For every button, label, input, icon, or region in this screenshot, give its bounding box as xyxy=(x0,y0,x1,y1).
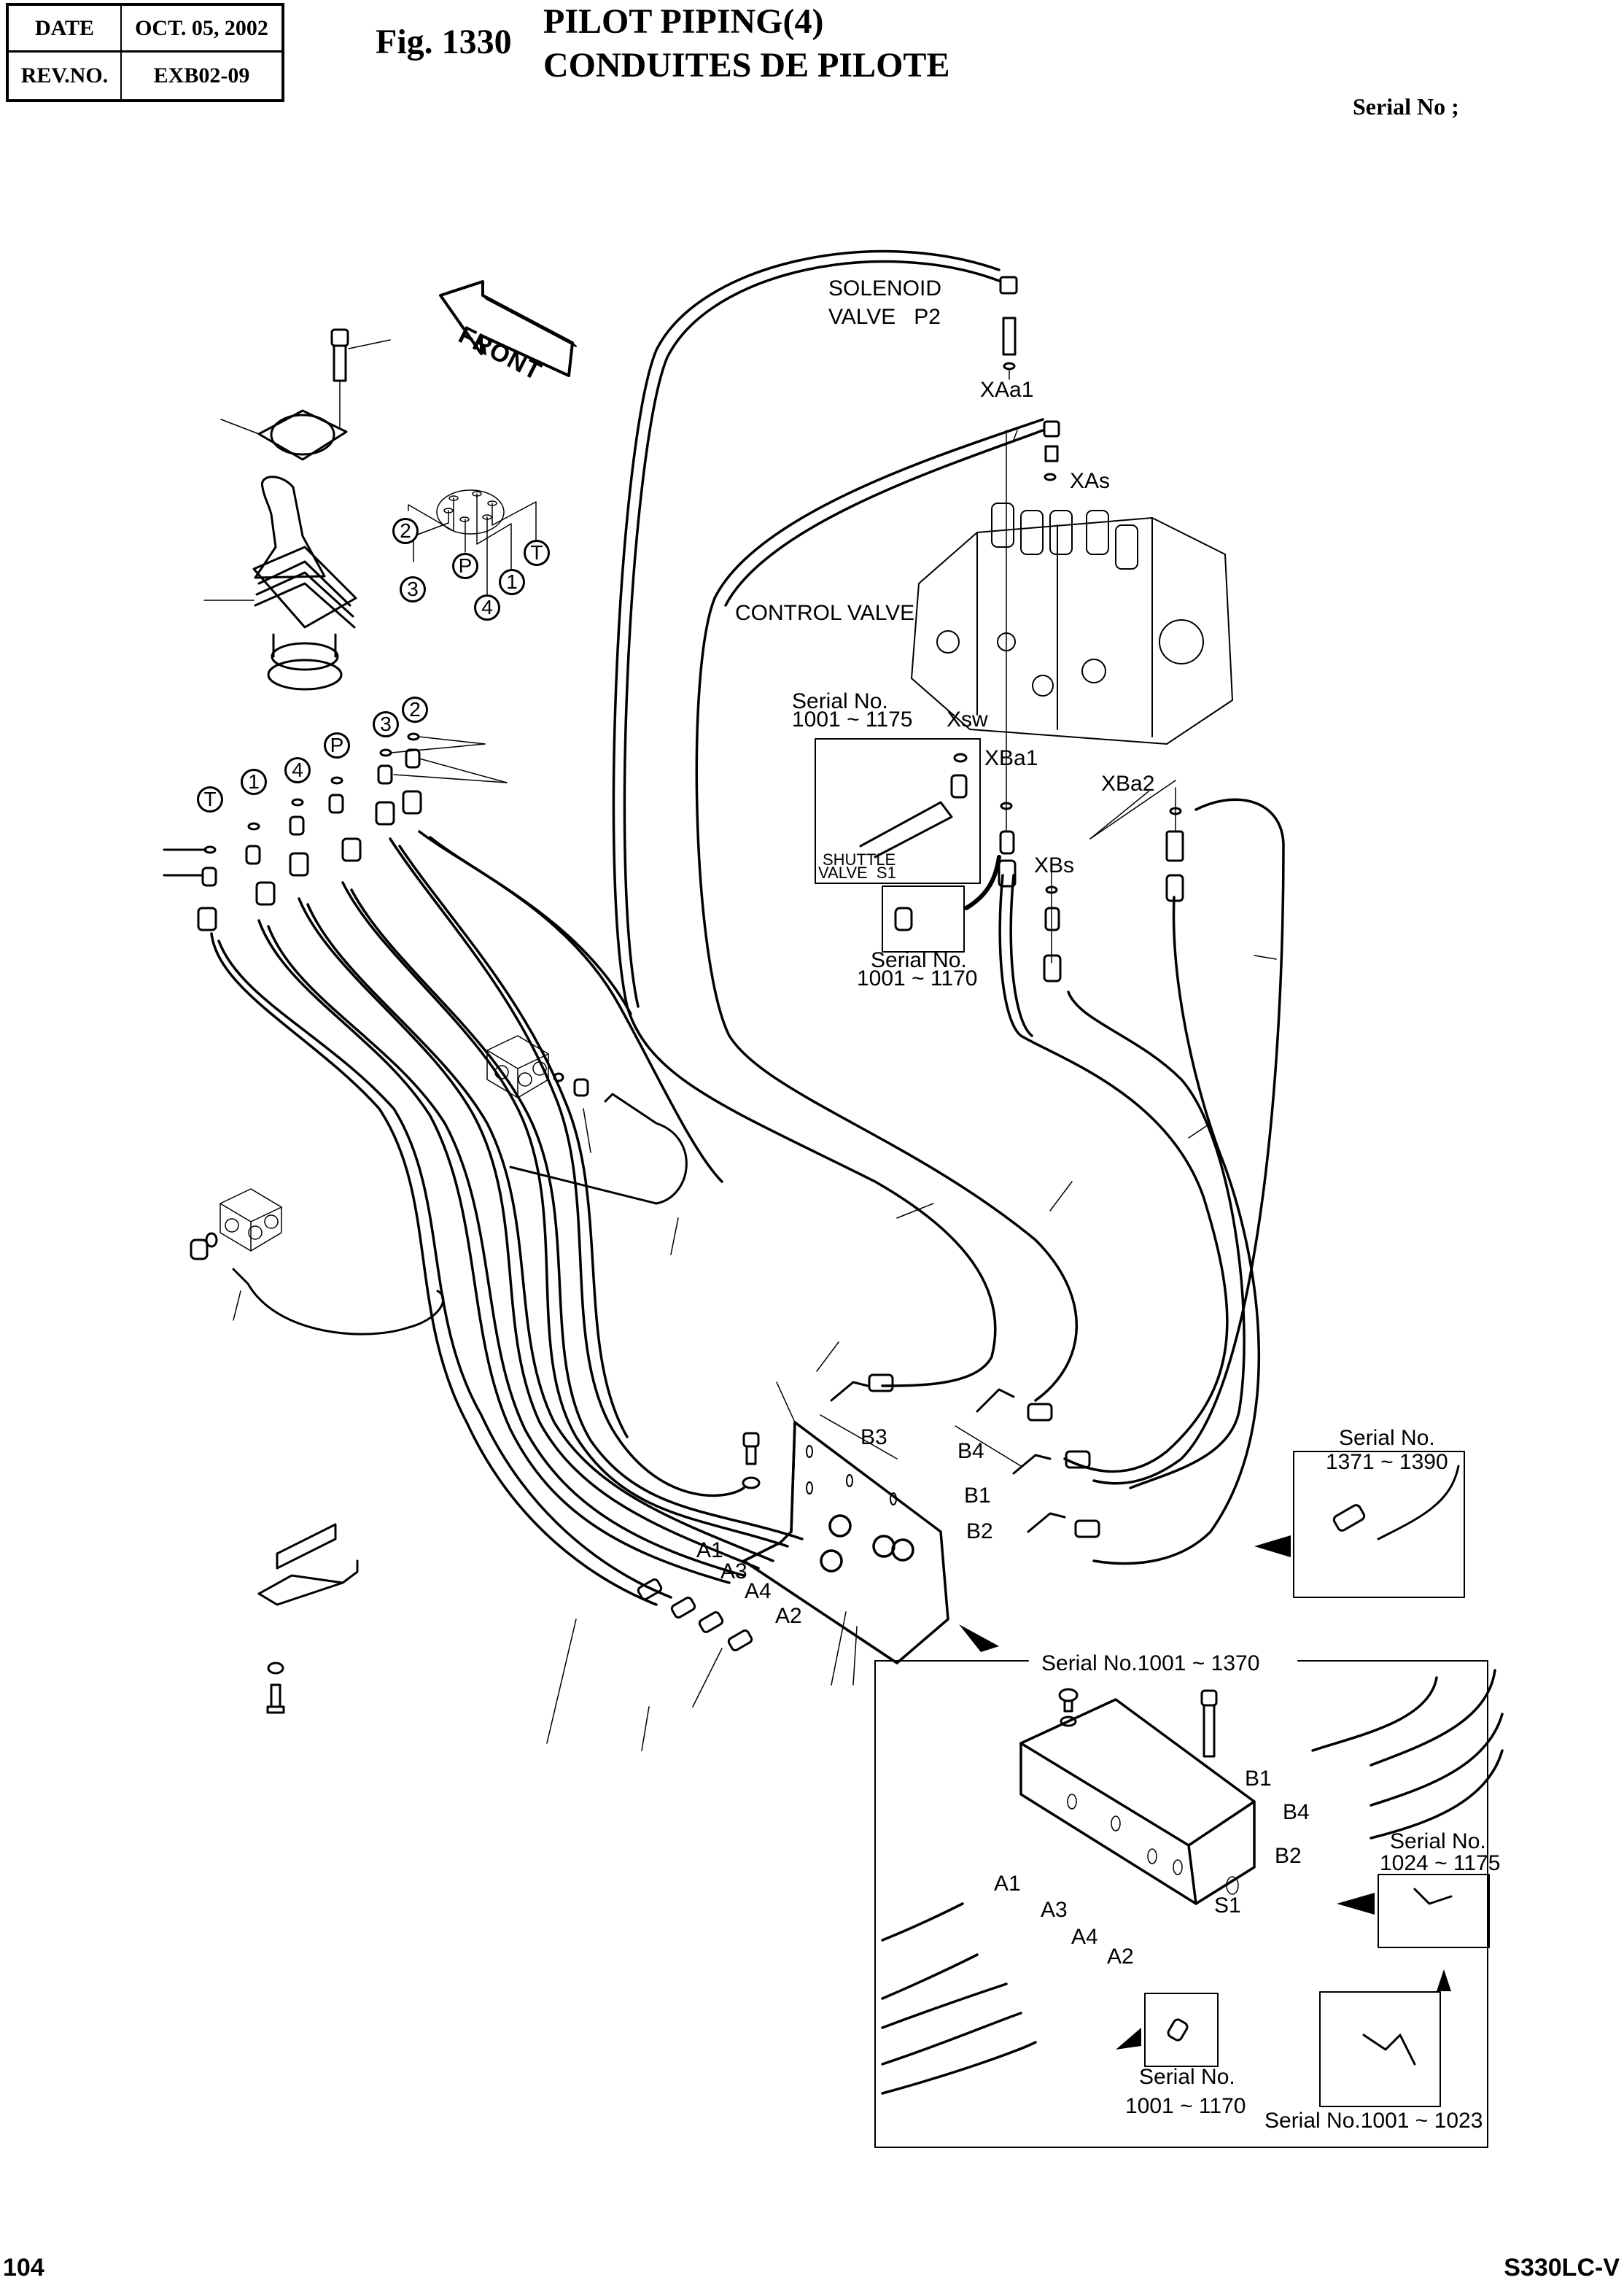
shuttle-inset-serial-1: Serial No. xyxy=(792,689,888,713)
control-valve-icon xyxy=(911,430,1233,745)
manifold-port-a3: A3 xyxy=(1041,1898,1068,1922)
inset-tee-1001-1023-frame xyxy=(1319,1991,1441,2107)
solenoid-valve-label-1: SOLENOID xyxy=(828,276,942,301)
port-callout-2: 2 xyxy=(392,518,419,544)
elbow-1371-serial-2: 1371 ~ 1390 xyxy=(1326,1450,1448,1474)
manifold-port-b4: B4 xyxy=(1283,1800,1310,1824)
sub-plate-icon xyxy=(219,1035,549,1252)
manifold-port-a2: A2 xyxy=(1107,1945,1134,1969)
fitting-callout-3: 3 xyxy=(373,711,399,737)
bracket-port-b1: B1 xyxy=(964,1484,991,1508)
port-callout-3: 3 xyxy=(400,576,426,602)
bolt-washer-icon xyxy=(742,1432,761,1489)
adapter-bottom-serial-2: 1001 ~ 1170 xyxy=(1125,2094,1246,2118)
adapter-top-serial-2: 1001 ~ 1170 xyxy=(857,966,978,991)
figure-number: Fig. 1330 xyxy=(376,23,512,61)
tee-1001-1023-serial: Serial No.1001 ~ 1023 xyxy=(1264,2109,1483,2133)
shuttle-inset-serial-2: 1001 ~ 1175 xyxy=(792,708,913,732)
joystick-port-fittings-icon xyxy=(163,732,508,931)
title-french: CONDUITES DE PILOTE xyxy=(543,46,950,85)
fitting-callout-2: 2 xyxy=(402,697,428,723)
manifold-port-a1: A1 xyxy=(994,1872,1021,1896)
port-label-xbs: XBs xyxy=(1034,853,1075,877)
elbow-1024-serial-1: Serial No. xyxy=(1390,1829,1486,1853)
port-callout-P: P xyxy=(452,553,478,579)
port-callout-4: 4 xyxy=(474,594,500,621)
boot-plate-icon xyxy=(220,409,348,461)
model-number: S330LC-V xyxy=(1504,2254,1620,2282)
fitting-callout-4: 4 xyxy=(284,757,311,783)
manifold-port-a4: A4 xyxy=(1071,1925,1098,1949)
manifold-port-b1: B1 xyxy=(1245,1767,1272,1791)
leader-lines xyxy=(233,955,1277,1751)
port-label-xas: XAs xyxy=(1070,469,1111,493)
bracket-port-a1: A1 xyxy=(696,1538,723,1562)
manifold-hoses xyxy=(881,1669,1504,2095)
bracket-fittings-icon xyxy=(830,1373,1100,1538)
fitting-callout-T: T xyxy=(197,786,223,813)
shuttle-valve-caption-2: VALVE S1 xyxy=(818,864,896,882)
inset-manifold-frame xyxy=(874,1660,1488,2148)
date-value: OCT. 05, 2002 xyxy=(122,6,281,53)
inset-fittings-icon xyxy=(1167,1465,1460,2066)
a-port-hose-ends-icon xyxy=(637,1578,753,1651)
bracket-port-a2: A2 xyxy=(775,1604,802,1628)
port-callout-1: 1 xyxy=(499,569,525,595)
title-english: PILOT PIPING(4) xyxy=(543,2,824,41)
adapter-fitting-icon xyxy=(894,907,913,931)
fitting-callout-P: P xyxy=(324,732,350,759)
inset-elbow-1371-1390-frame xyxy=(1293,1451,1465,1598)
sub-plate-fitting-icon xyxy=(190,1072,688,1336)
hose-clamp-icon xyxy=(257,1523,359,1714)
inset-adapter-1170-bottom-frame xyxy=(1144,1993,1219,2067)
joystick-lever-icon xyxy=(203,476,357,691)
control-valve-hoses xyxy=(612,249,1285,1565)
port-label-xsw: Xsw xyxy=(947,708,988,732)
solenoid-valve-fitting-icon xyxy=(999,276,1060,481)
manifold-block-icon xyxy=(1019,1698,1256,1905)
bracket-port-a4: A4 xyxy=(745,1579,772,1603)
bracket-port-b3: B3 xyxy=(860,1425,887,1449)
manifold-top-parts-icon xyxy=(1058,1688,1218,1758)
elbow-1371-serial-1: Serial No. xyxy=(1339,1426,1435,1450)
shuttle-valve-caption-1: SHUTTLE xyxy=(823,850,896,869)
mounting-bracket-icon xyxy=(742,1421,949,1664)
page-number: 104 xyxy=(3,2254,44,2282)
revision-table: DATE OCT. 05, 2002 REV.NO. EXB02-09 xyxy=(6,3,284,102)
pilot-hose-bundle xyxy=(210,830,804,1606)
port-label-xba2: XBa2 xyxy=(1101,772,1155,796)
adapter-top-serial-1: Serial No. xyxy=(871,948,967,972)
date-label: DATE xyxy=(9,6,122,53)
inset-adapter-1170-top-frame xyxy=(882,885,965,953)
pointer-triangles xyxy=(959,1535,1451,2050)
rev-label: REV.NO. xyxy=(9,53,122,99)
front-arrow-icon xyxy=(439,280,577,377)
manifold-inset-serial: Serial No.1001 ~ 1370 xyxy=(1041,1651,1260,1675)
serial-number-label: Serial No ; xyxy=(1353,93,1459,120)
manifold-port-b2: B2 xyxy=(1275,1844,1302,1868)
port-callout-T: T xyxy=(524,540,550,566)
shuttle-valve-icon xyxy=(859,753,968,858)
bracket-port-a3: A3 xyxy=(720,1559,747,1583)
rev-value: EXB02-09 xyxy=(153,63,250,88)
inset-shuttle-frame xyxy=(815,738,981,884)
elbow-1024-serial-2: 1024 ~ 1175 xyxy=(1380,1851,1501,1875)
adapter-bottom-serial-1: Serial No. xyxy=(1139,2065,1235,2089)
port-label-xaa1: XAa1 xyxy=(980,378,1034,402)
port-label-xba1: XBa1 xyxy=(984,746,1038,770)
solenoid-valve-label-2: VALVE P2 xyxy=(828,305,941,329)
manifold-port-s1: S1 xyxy=(1214,1893,1241,1918)
fitting-callout-1: 1 xyxy=(241,769,267,795)
bracket-port-b4: B4 xyxy=(957,1439,984,1463)
pilot-port-schematic xyxy=(408,489,537,605)
port-fittings-icon xyxy=(998,802,1184,982)
socket-bolt-icon xyxy=(330,328,391,427)
inset-elbow-1024-1175-frame xyxy=(1378,1874,1490,1948)
control-valve-label: CONTROL VALVE xyxy=(735,601,915,625)
bracket-port-b2: B2 xyxy=(966,1519,993,1543)
